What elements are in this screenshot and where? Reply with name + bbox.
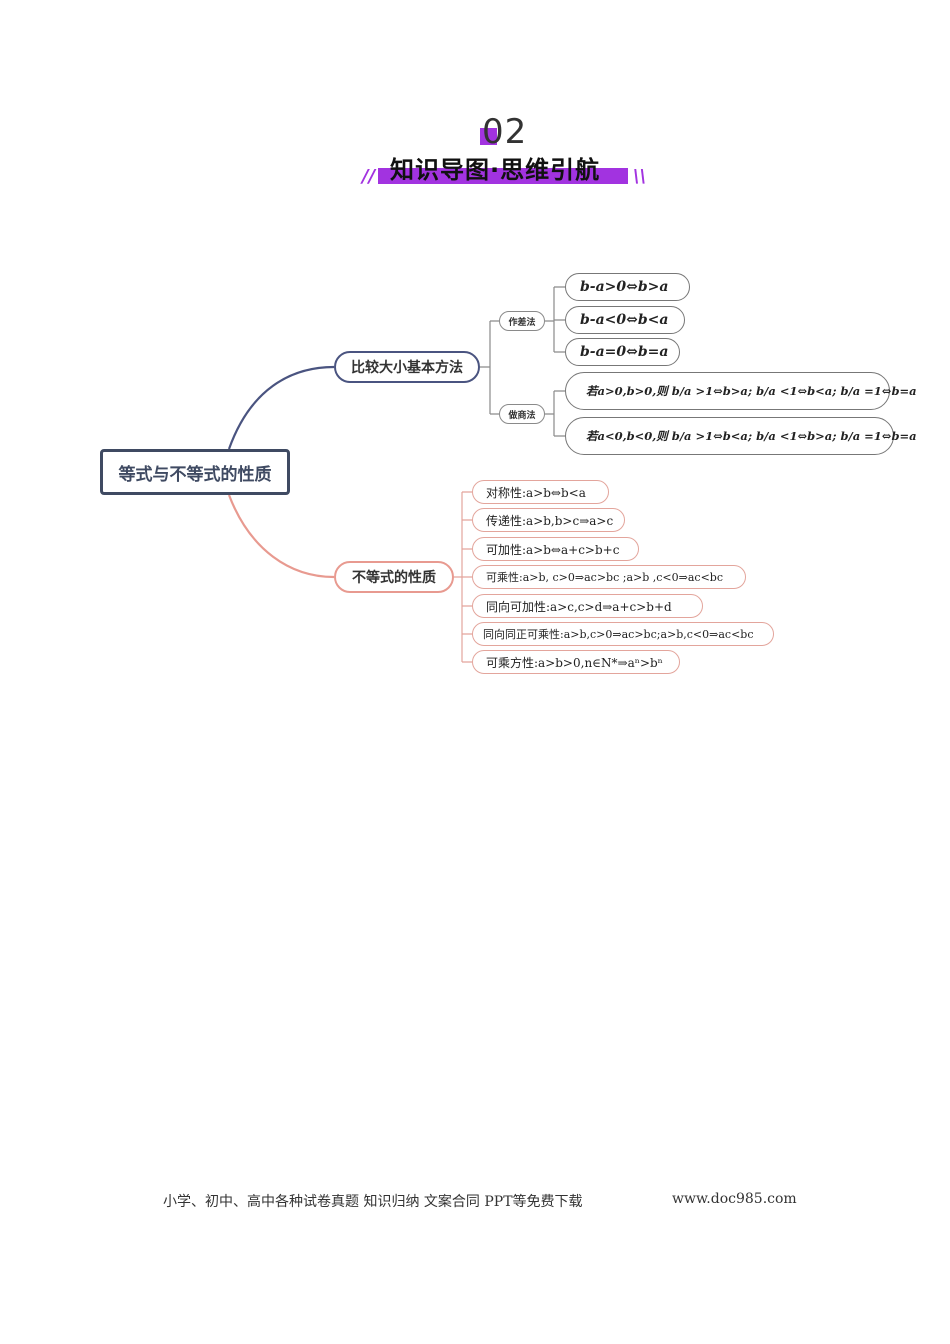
- method-difference: 作差法: [499, 311, 545, 331]
- connector-compare-methods: [480, 320, 499, 415]
- quot-leaf-positive: 若a>0,b>0,则 b/a >1⇔b>a; b/a <1⇔b<a; b/a =…: [565, 372, 917, 410]
- section-title-highlight: [378, 168, 628, 184]
- connector-properties-items: [454, 491, 472, 663]
- title-slash-left: //: [362, 166, 376, 187]
- property-additivity: 可加性:a>b⇔a+c>b+c: [472, 537, 639, 561]
- connector-quot-leaves: [545, 390, 565, 437]
- footer-text: 小学、初中、高中各种试卷真题 知识归纳 文案合同 PPT等免费下载: [163, 1194, 583, 1210]
- property-power: 可乘方性:a>b>0,n∈N*⇒aⁿ>bⁿ: [472, 650, 680, 674]
- method-quotient: 做商法: [499, 404, 545, 424]
- property-symmetry: 对称性:a>b⇔b<a: [472, 480, 609, 504]
- diff-leaf-greater: b-a>0⇔b>a: [565, 273, 690, 301]
- section-number: 02: [482, 112, 528, 152]
- property-same-direction-addition: 同向可加性:a>c,c>d⇒a+c>b+d: [472, 594, 703, 618]
- section-title: 知识导图·思维引航: [390, 156, 601, 184]
- footer-url[interactable]: www.doc985.com: [672, 1191, 797, 1207]
- branch-compare-methods: 比较大小基本方法: [334, 351, 480, 383]
- quot-leaf-negative: 若a<0,b<0,则 b/a >1⇔b<a; b/a <1⇔b>a; b/a =…: [565, 417, 917, 455]
- property-transitivity: 传递性:a>b,b>c⇒a>c: [472, 508, 625, 532]
- section-number-accent: [480, 128, 497, 145]
- diff-leaf-less: b-a<0⇔b<a: [565, 306, 685, 334]
- property-multiplicativity: 可乘性:a>b, c>0⇒ac>bc ;a>b ,c<0⇒ac<bc: [472, 565, 746, 589]
- branch-inequality-properties: 不等式的性质: [334, 561, 454, 593]
- connector-diff-leaves: [545, 286, 565, 353]
- connector-root-properties: [227, 494, 335, 579]
- title-slash-right: \\: [633, 166, 647, 187]
- mindmap-root: 等式与不等式的性质: [100, 449, 290, 495]
- diff-leaf-equal: b-a=0⇔b=a: [565, 338, 680, 366]
- connector-root-compare: [227, 365, 335, 450]
- property-same-direction-positive-multiplication: 同向同正可乘性:a>b,c>0⇒ac>bc;a>b,c<0⇒ac<bc: [472, 622, 774, 646]
